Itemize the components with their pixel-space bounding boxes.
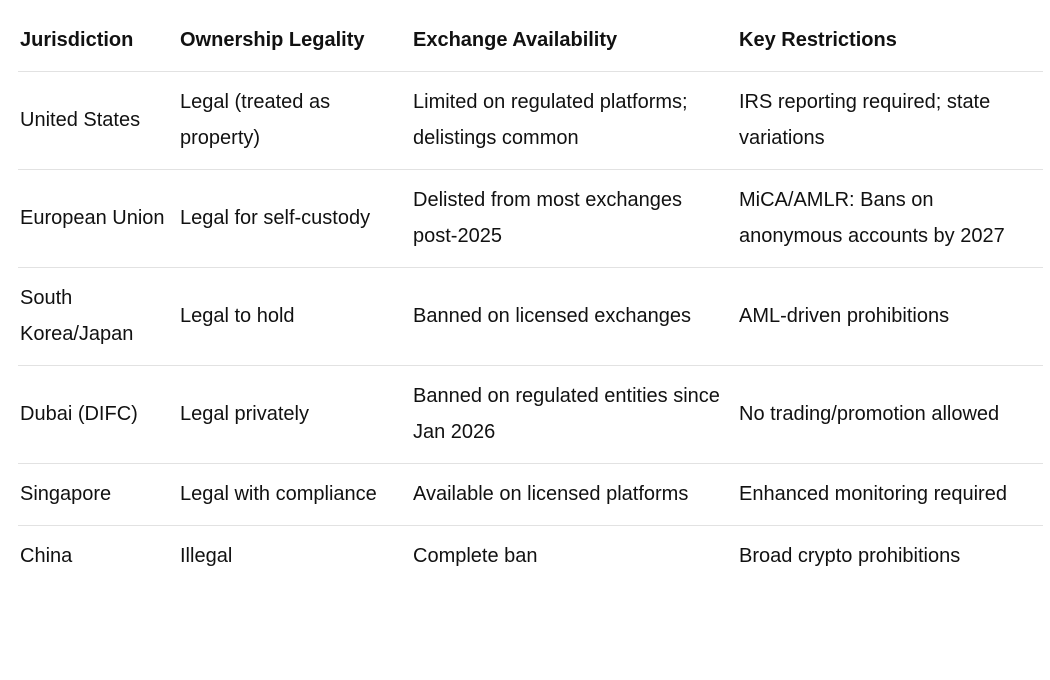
- cell-key-restrictions: MiCA/AMLR: Bans on anonymous accounts by…: [737, 169, 1043, 268]
- cell-ownership-legality: Legal with compliance: [178, 463, 411, 526]
- regulation-table: Jurisdiction Ownership Legality Exchange…: [18, 10, 1043, 587]
- header-row: Jurisdiction Ownership Legality Exchange…: [18, 10, 1043, 72]
- header-exchange-availability: Exchange Availability: [411, 10, 737, 72]
- cell-jurisdiction: Singapore: [18, 463, 178, 526]
- cell-jurisdiction: China: [20, 545, 73, 567]
- table-row: Dubai (DIFC) Legal privately Banned on r…: [18, 365, 1043, 464]
- cell-exchange-availability: Available on licensed platforms: [411, 463, 737, 526]
- cell-jurisdiction: United States: [18, 71, 178, 170]
- cell-exchange-availability: Delisted from most exchanges post-2025: [411, 169, 737, 268]
- table-row: China Illegal Complete ban Broad crypto …: [18, 526, 1043, 588]
- cell-jurisdiction: Dubai (DIFC): [18, 365, 178, 464]
- cell-exchange-availability: Banned on regulated entities since Jan 2…: [411, 365, 737, 464]
- cell-exchange-availability: Banned on licensed exchanges: [411, 267, 737, 366]
- table-row: European Union Legal for self-custody De…: [18, 169, 1043, 268]
- cell-ownership-legality: Legal (treated as property): [178, 71, 411, 170]
- cell-exchange-availability: Complete ban: [413, 545, 538, 567]
- regulation-table-container: Jurisdiction Ownership Legality Exchange…: [18, 10, 1043, 587]
- cell-key-restrictions: No trading/promotion allowed: [737, 365, 1043, 464]
- cell-key-restrictions: IRS reporting required; state variations: [737, 71, 1043, 170]
- header-ownership-legality: Ownership Legality: [178, 10, 411, 72]
- cell-jurisdiction: South Korea/Japan: [18, 267, 178, 366]
- cell-exchange-availability: Limited on regulated platforms; delistin…: [411, 71, 737, 170]
- table-row: South Korea/Japan Legal to hold Banned o…: [18, 267, 1043, 366]
- cell-ownership-legality: Illegal: [180, 545, 233, 567]
- cell-ownership-legality: Legal for self-custody: [178, 169, 411, 268]
- table-header: Jurisdiction Ownership Legality Exchange…: [18, 10, 1043, 72]
- cell-key-restrictions: AML-driven prohibitions: [737, 267, 1043, 366]
- table-row: Singapore Legal with compliance Availabl…: [18, 463, 1043, 526]
- cell-key-restrictions: Broad crypto prohibitions: [739, 545, 961, 567]
- header-key-restrictions: Key Restrictions: [737, 10, 1043, 72]
- table-body: United States Legal (treated as property…: [18, 71, 1043, 588]
- cell-ownership-legality: Legal privately: [178, 365, 411, 464]
- header-jurisdiction: Jurisdiction: [18, 10, 178, 72]
- table-row: United States Legal (treated as property…: [18, 71, 1043, 170]
- cell-ownership-legality: Legal to hold: [178, 267, 411, 366]
- cell-jurisdiction: European Union: [18, 169, 178, 268]
- cell-key-restrictions: Enhanced monitoring required: [737, 463, 1043, 526]
